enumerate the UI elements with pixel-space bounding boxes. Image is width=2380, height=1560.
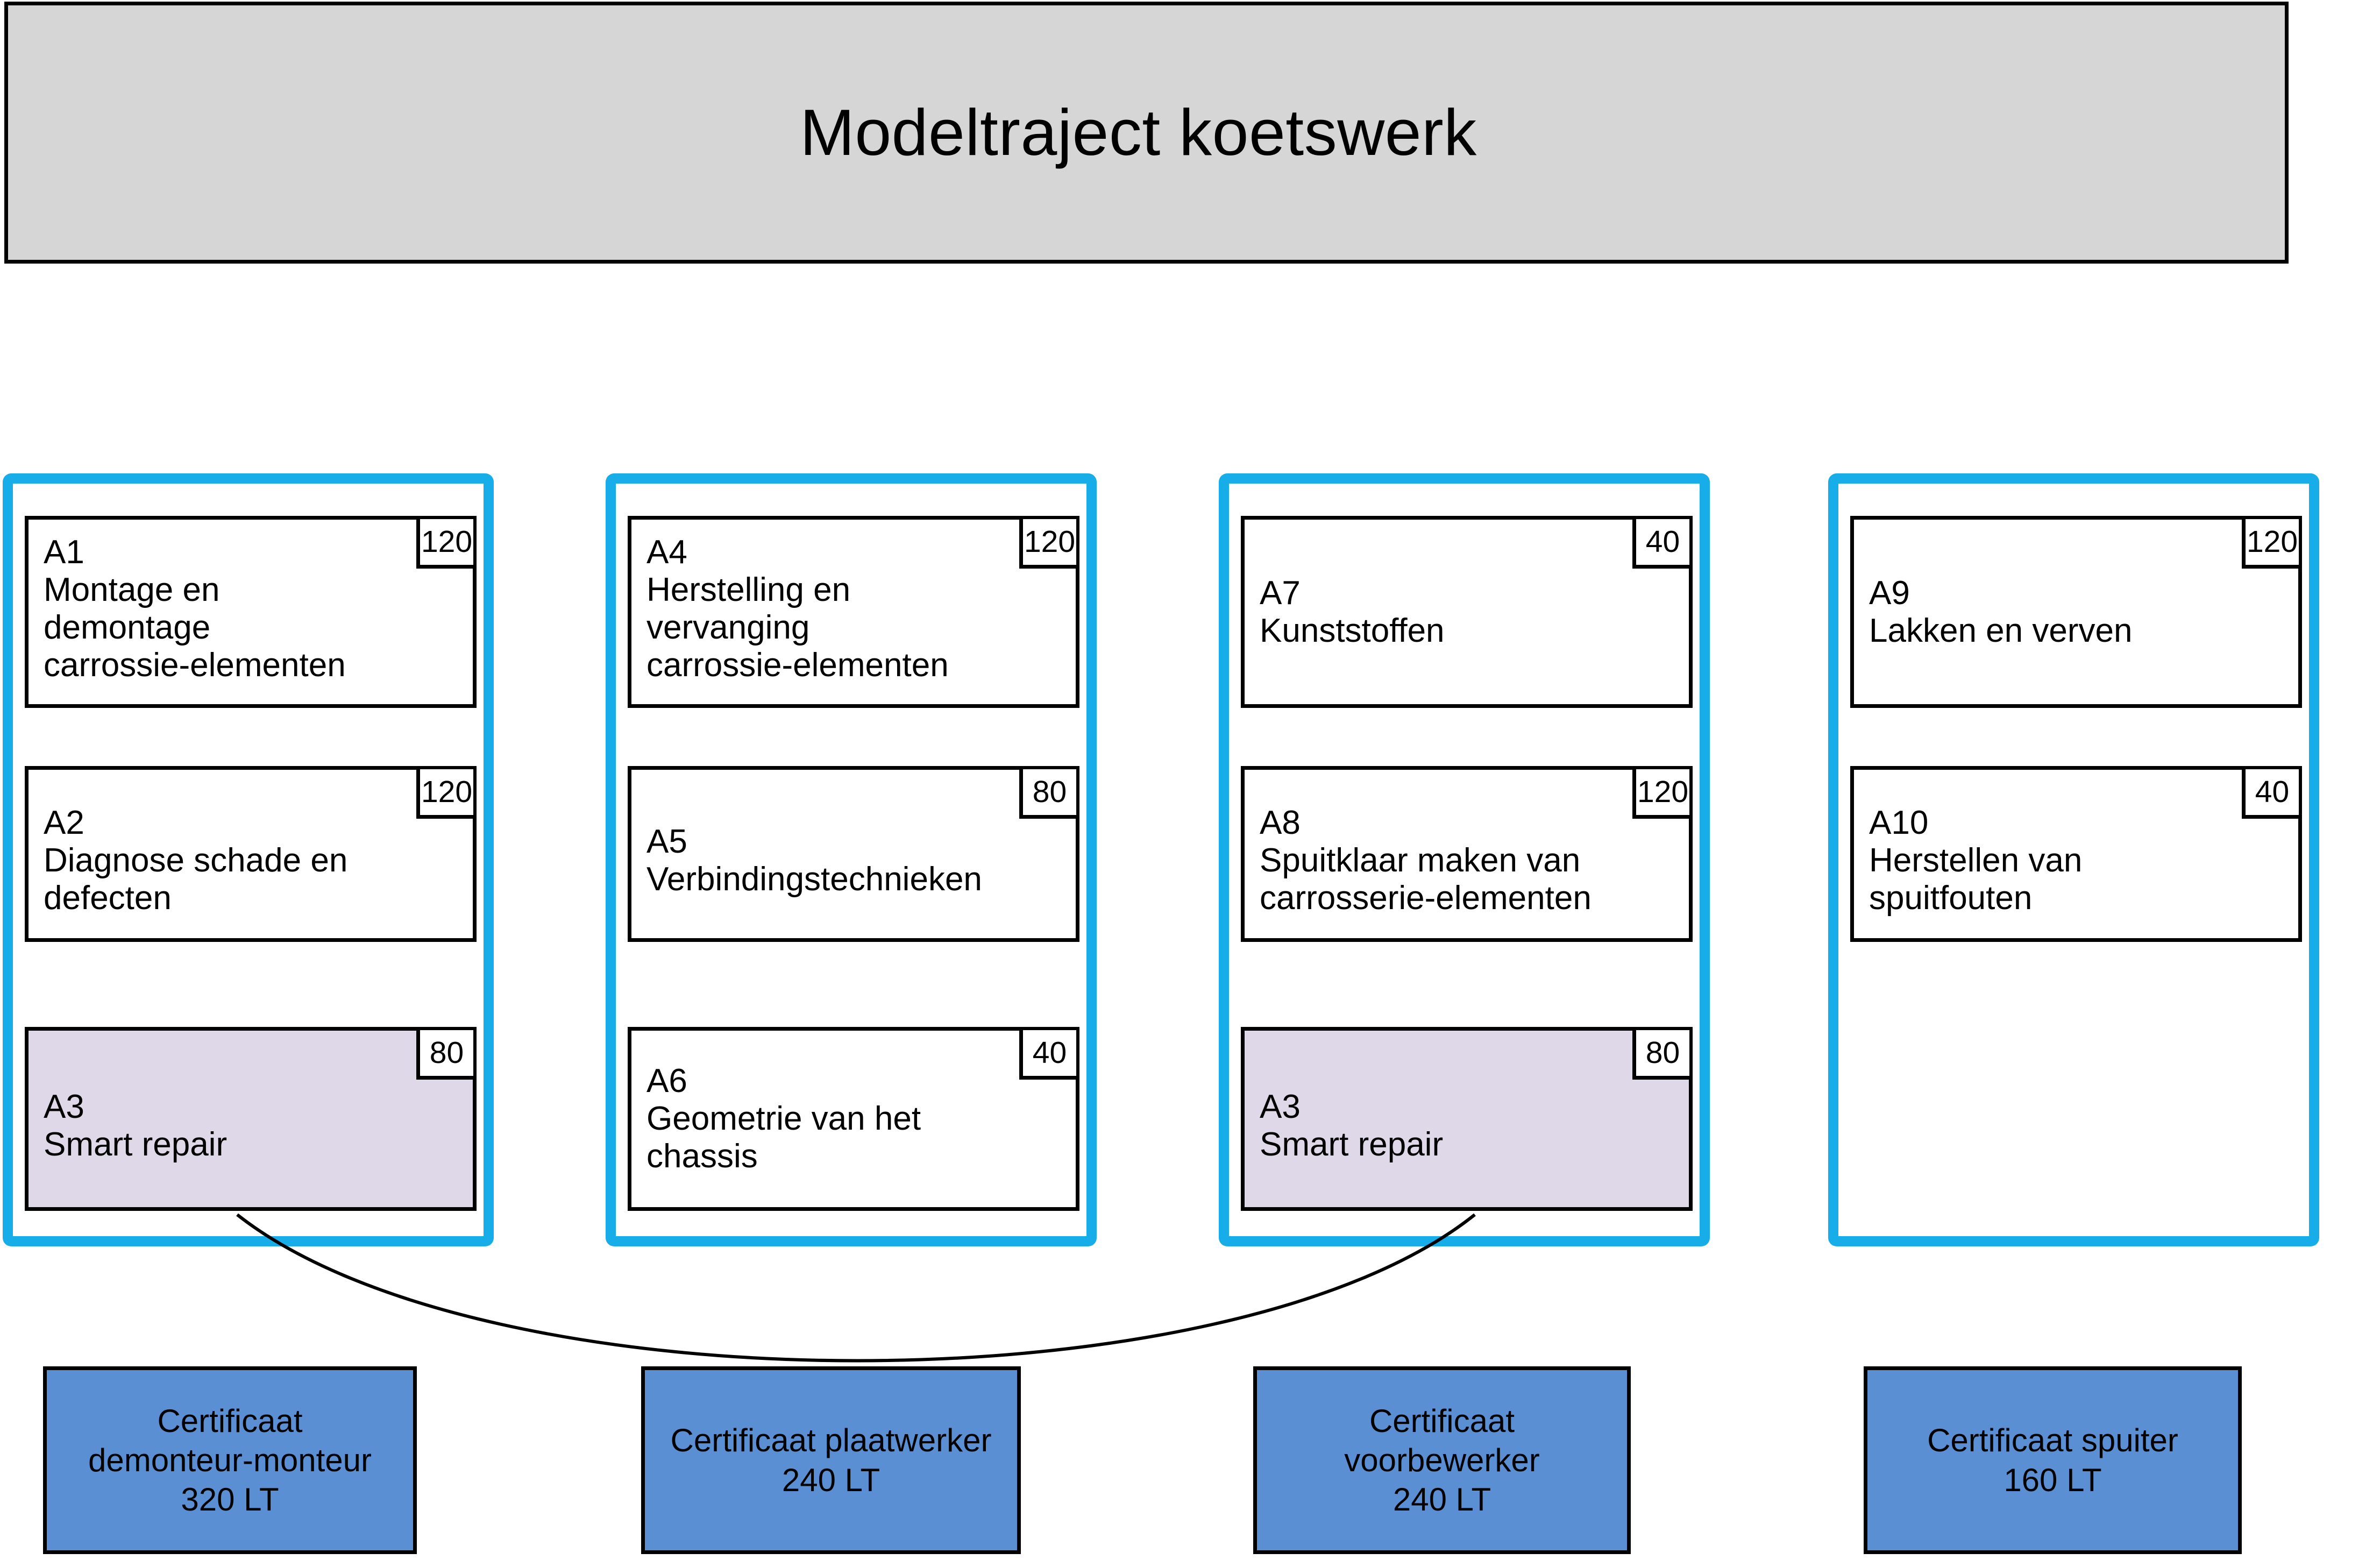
module-a5-label: A5 Verbindingstechnieken [646,822,982,898]
module-a4-label: A4 Herstelling en vervanging carrossie-e… [646,534,949,684]
module-a6-label: A6 Geometrie van het chassis [646,1062,921,1175]
module-a5[interactable]: A5 Verbindingstechnieken 80 [628,766,1079,942]
module-a8[interactable]: A8 Spuitklaar maken van carrosserie-elem… [1241,766,1693,942]
module-a9[interactable]: A9 Lakken en verven 120 [1850,516,2302,708]
module-a3-col1-label: A3 Smart repair [44,1088,228,1164]
module-a5-hours: 80 [1019,769,1076,819]
cluster-voorbewerker: A7 Kunststoffen 40 A8 Spuitklaar maken v… [1219,473,1710,1246]
module-a7[interactable]: A7 Kunststoffen 40 [1241,516,1693,708]
module-a3-col3-hours: 80 [1632,1030,1689,1080]
module-a1[interactable]: A1 Montage en demontage carrossie-elemen… [25,516,477,708]
module-a3-col1[interactable]: A3 Smart repair 80 [25,1027,477,1211]
module-a2[interactable]: A2 Diagnose schade en defecten 120 [25,766,477,942]
module-a9-hours: 120 [2242,519,2299,569]
module-a10[interactable]: A10 Herstellen van spuitfouten 40 [1850,766,2302,942]
module-a6[interactable]: A6 Geometrie van het chassis 40 [628,1027,1079,1211]
module-a10-hours: 40 [2242,769,2299,819]
module-a8-label: A8 Spuitklaar maken van carrosserie-elem… [1260,804,1592,917]
module-a10-label: A10 Herstellen van spuitfouten [1869,804,2083,917]
certificate-plaatwerker[interactable]: Certificaat plaatwerker 240 LT [641,1366,1021,1554]
certificate-voorbewerker[interactable]: Certificaat voorbewerker 240 LT [1253,1366,1631,1554]
module-a2-hours: 120 [416,769,473,819]
module-a8-hours: 120 [1632,769,1689,819]
module-a3-col1-hours: 80 [416,1030,473,1080]
page-title: Modeltraject koetswerk [800,96,1477,169]
module-a1-hours: 120 [416,519,473,569]
module-a4-hours: 120 [1019,519,1076,569]
module-a3-col3-label: A3 Smart repair [1260,1088,1444,1164]
module-a2-label: A2 Diagnose schade en defecten [44,804,348,917]
title-banner: Modeltraject koetswerk [4,2,2289,264]
cluster-spuiter: A9 Lakken en verven 120 A10 Herstellen v… [1828,473,2319,1246]
module-a7-label: A7 Kunststoffen [1260,574,1445,649]
module-a1-label: A1 Montage en demontage carrossie-elemen… [44,534,346,684]
module-a7-hours: 40 [1632,519,1689,569]
cluster-plaatwerker: A4 Herstelling en vervanging carrossie-e… [606,473,1097,1246]
module-a6-hours: 40 [1019,1030,1076,1080]
certificate-demonteur-monteur[interactable]: Certificaat demonteur-monteur 320 LT [43,1366,417,1554]
module-a4[interactable]: A4 Herstelling en vervanging carrossie-e… [628,516,1079,708]
module-a3-col3[interactable]: A3 Smart repair 80 [1241,1027,1693,1211]
cluster-demonteur-monteur: A1 Montage en demontage carrossie-elemen… [3,473,494,1246]
module-a9-label: A9 Lakken en verven [1869,574,2133,649]
certificate-spuiter[interactable]: Certificaat spuiter 160 LT [1864,1366,2242,1554]
